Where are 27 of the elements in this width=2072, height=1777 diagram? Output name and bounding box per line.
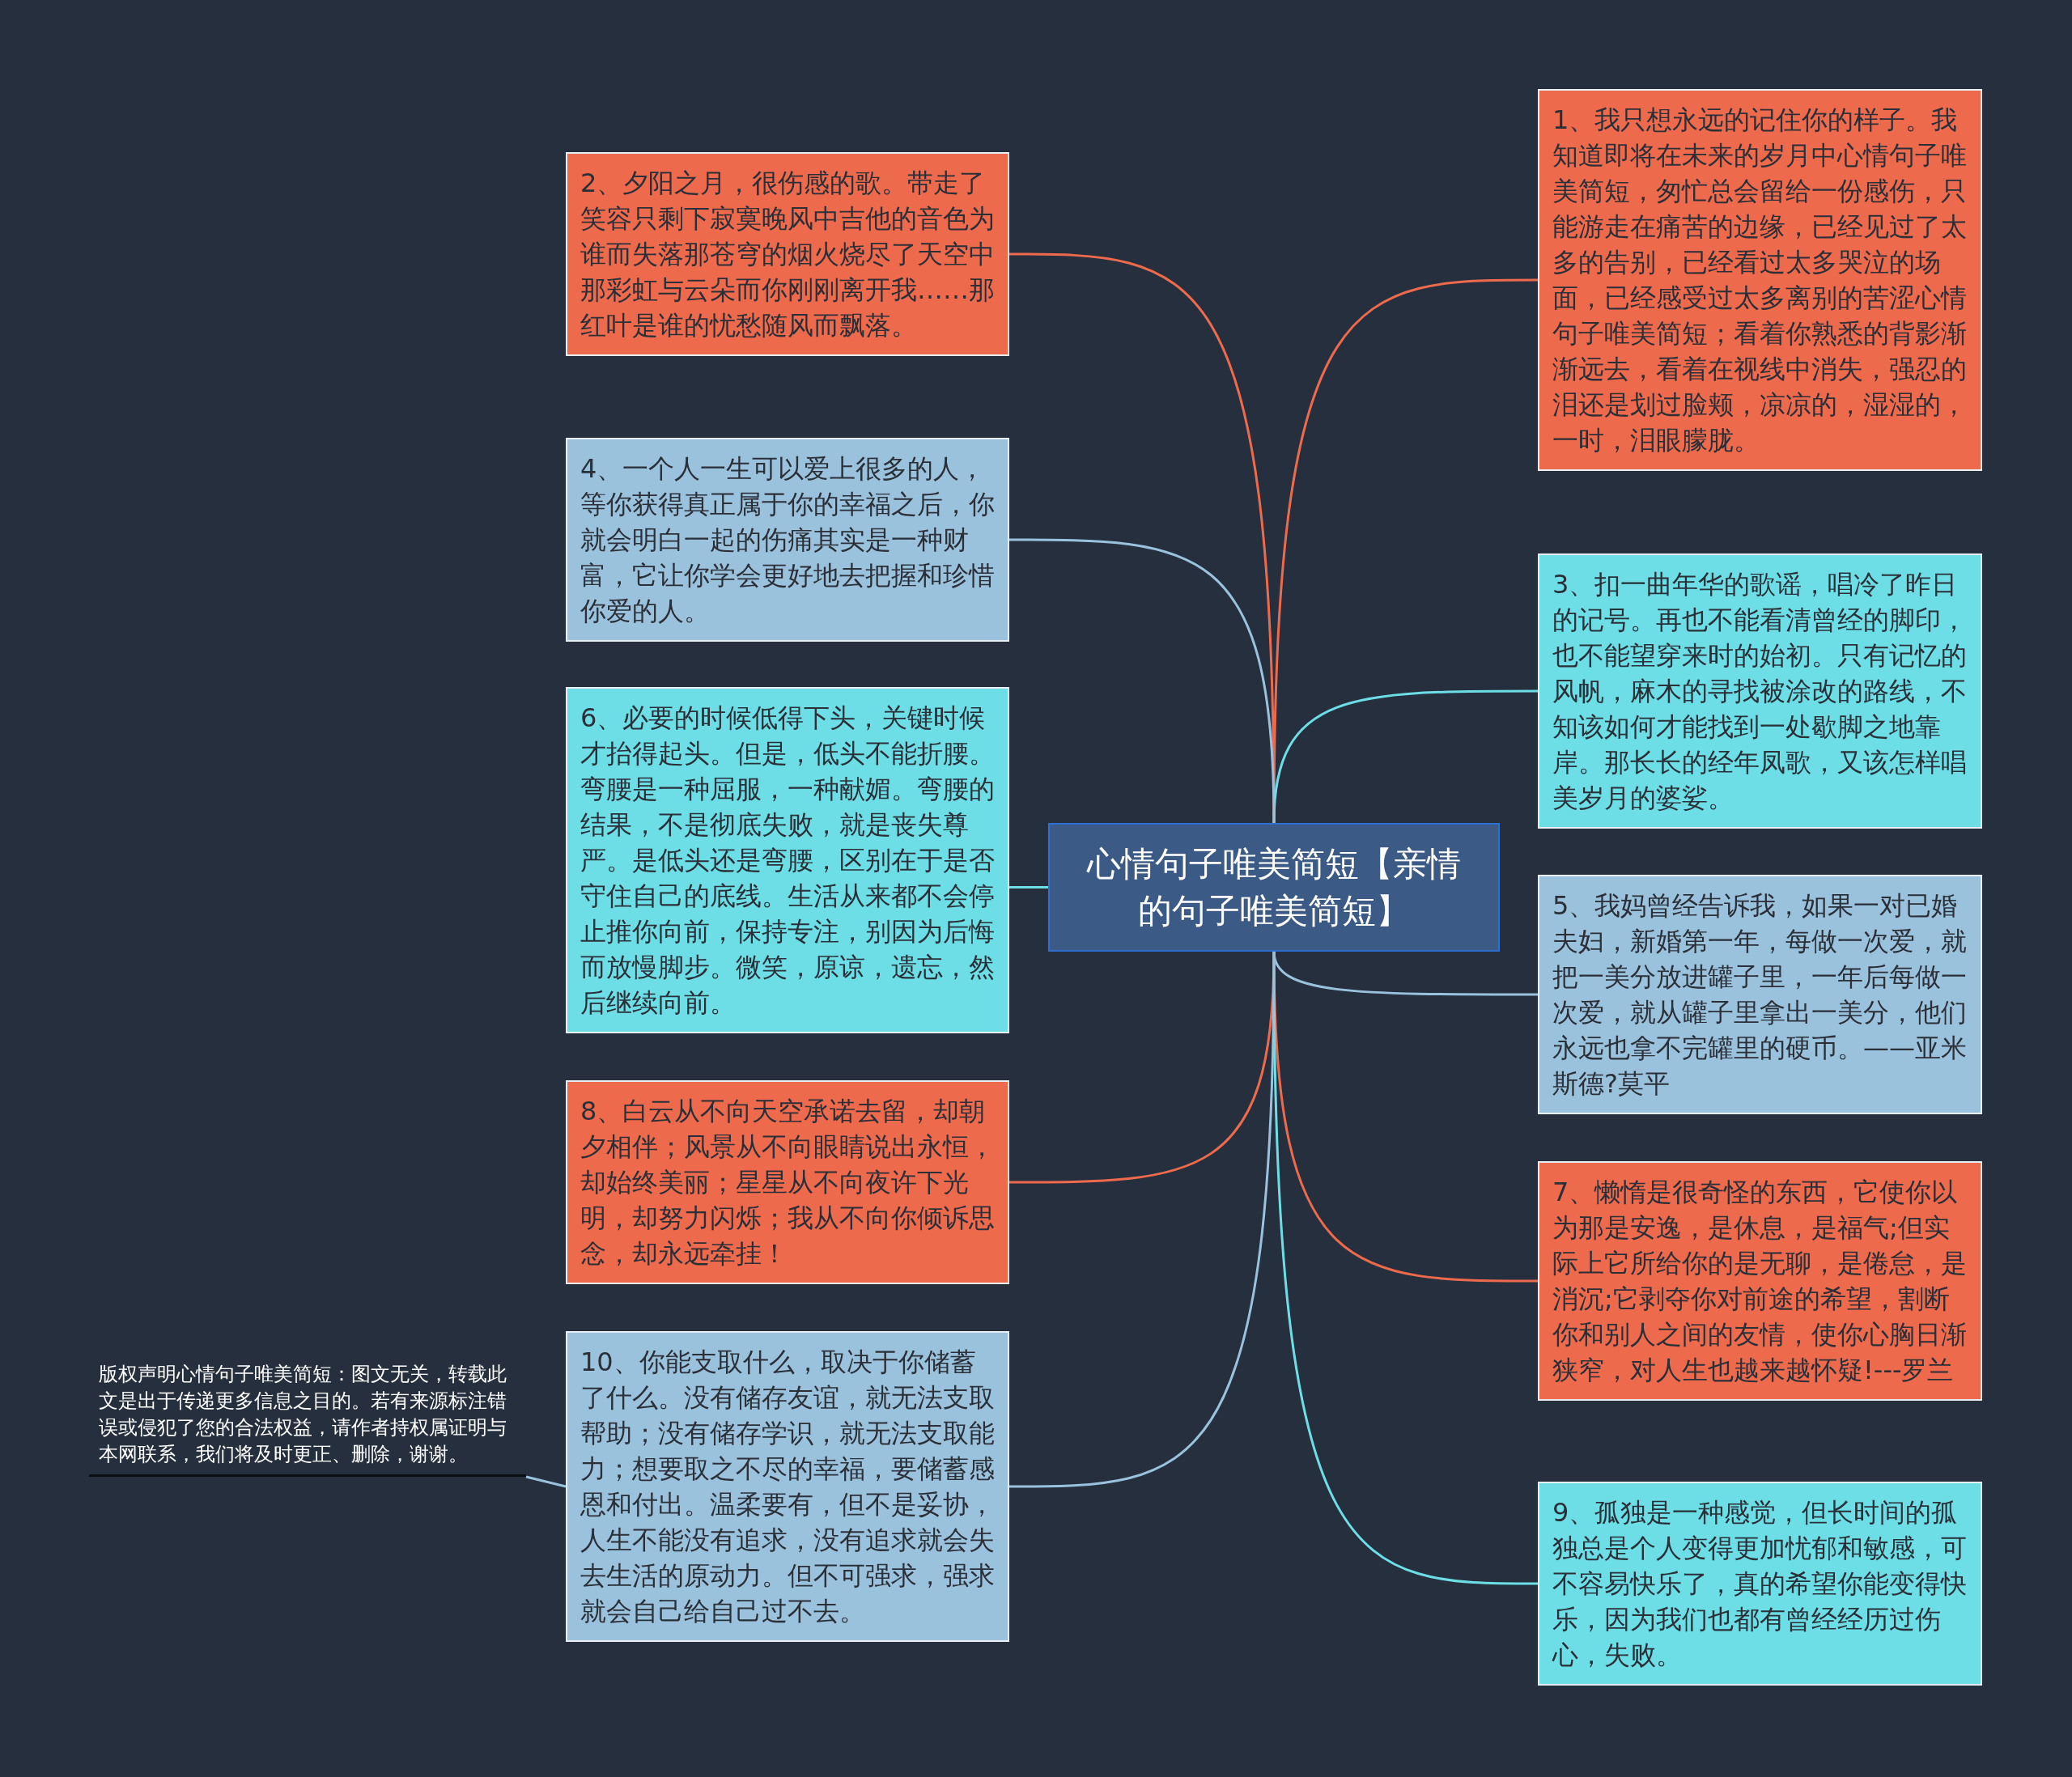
topic-text: 心情句子唯美简短【亲情的句子唯美简短】 — [1085, 842, 1462, 932]
card-text: 7、懒惰是很奇怪的东西，它使你以为那是安逸，是休息，是福气;但实际上它所给你的是无聊，是倦怠，是消沉;它剥夺你对前途的希望，割断你和别人之间的友情，使你心胸日渐狭窄，对人生也越来越怀疑!---罗兰 — [1552, 1176, 1968, 1387]
card-text: 3、扣一曲年华的歌谣，唱冷了昨日的记号。再也不能看清曾经的脚印，也不能望穿来时的始初。只有记忆的风帆，麻木的寻找被涂改的路线，不知该如何才能找到一处歇脚之地靠岸。那长长的经年凤歌，又该怎样唱美岁月的婆娑。 — [1552, 568, 1968, 815]
card-text: 6、必要的时候低得下头，关键时候才抬得起头。但是，低头不能折腰。弯腰是一种屈服，一种献媚。弯腰的结果，不是彻底失败，就是丧失尊严。是低头还是弯腰，区别在于是否守住自己的底线。生活从来都不会停止推你向前，保持专注，别因为后悔而放慢脚步。微笑，原谅，遗忘，然后继续向前。 — [580, 702, 995, 1020]
connector-line — [1272, 952, 1538, 1585]
connector-line — [1272, 689, 1538, 824]
connector-line — [1009, 538, 1276, 824]
card-text: 4、一个人一生可以爱上很多的人，等你获得真正属于你的幸福之后，你就会明白一起的伤痛其实是一种财富，它让你学会更好地去把握和珍惜你爱的人。 — [580, 452, 995, 628]
card-text: 1、我只想永远的记住你的样子。我知道即将在未来的岁月中心情句子唯美简短，匆忙总会留给一份感伤，只能游走在痛苦的边缘，已经见过了太多的告别，已经看过太多哭泣的场面，已经感受过太多离别的苦涩心情句子唯美简短；看着你熟悉的背影渐渐远去，看着在视线中消失，强忍的泪还是划过脸颊，凉凉的，湿湿的，一时，泪眼朦胧。 — [1552, 104, 1968, 457]
text-card — [1538, 1161, 1982, 1401]
text-card — [566, 1080, 1009, 1284]
connector-line — [525, 1475, 567, 1488]
text-card — [1538, 553, 1982, 829]
card-text: 9、孤独是一种感觉，但长时间的孤独总是个人变得更加忧郁和敏感，可不容易快乐了，真的希望你能变得快乐，因为我们也都有曾经经历过伤心，失败。 — [1552, 1496, 1968, 1672]
card-text: 2、夕阳之月，很伤感的歌。带走了笑容只剩下寂寞晚风中吉他的音色为谁而失落那苍穹的烟火烧尽了天空中那彩虹与云朵而你刚刚离开我……那红叶是谁的忧愁随风而飘落。 — [580, 167, 995, 342]
text-card — [566, 1331, 1009, 1642]
text-card — [566, 438, 1009, 642]
connector-line — [1009, 886, 1048, 888]
card-text: 5、我妈曾经告诉我，如果一对已婚夫妇，新婚第一年，每做一次爱，就把一美分放进罐子里，一年后每做一次爱，就从罐子里拿出一美分，他们永远也拿不完罐里的硬币。——亚米斯德?莫平 — [1552, 889, 1968, 1101]
text-card — [1538, 875, 1982, 1114]
connector-line — [1009, 952, 1276, 1488]
text-card — [1538, 1482, 1982, 1686]
text-card — [566, 152, 1009, 356]
note-text: 版权声明心情句子唯美简短：图文无关，转载此文是出于传递更多信息之目的。若有来源标注错误或侵犯了您的合法权益，请作者持权属证明与本网联系，我们将及时更正、删除，谢谢。 — [89, 1361, 526, 1477]
card-text: 8、白云从不向天空承诺去留，却朝夕相伴；风景从不向眼睛说出永恒，却始终美丽；星星从不向夜许下光明，却努力闪烁；我从不向你倾诉思念，却永远牵挂！ — [580, 1095, 995, 1270]
card-text: 10、你能支取什么，取决于你储蓄了什么。没有储存友谊，就无法支取帮助；没有储存学识，就无法支取能力；想要取之不尽的幸福，要储蓄感恩和付出。温柔要有，但不是妥协，人生不能没有追求，没有追求就会失去生活的原动力。但不可强求，强求就会自己给自己过不去。 — [580, 1346, 995, 1628]
topic-box — [1048, 823, 1500, 952]
